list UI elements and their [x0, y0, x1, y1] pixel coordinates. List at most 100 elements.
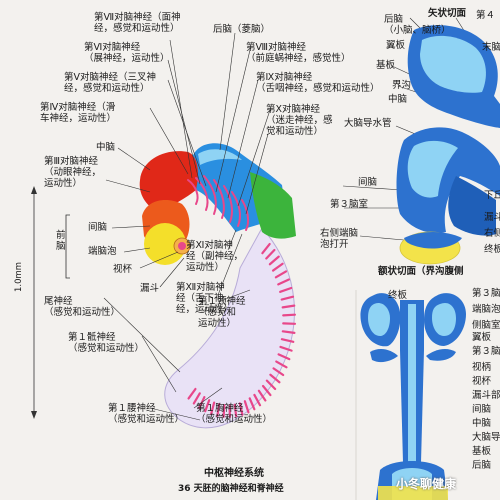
label-front-r3: 侧脑室	[472, 320, 500, 331]
spinal-nerve-segment	[243, 400, 250, 414]
label-cn4: 第Ⅳ对脑神经（滑 车神经，运动性）	[40, 102, 117, 124]
label-front-lamina: 终板	[388, 290, 408, 301]
label-front-r2: 端脑泡	[472, 304, 500, 315]
label-optic-cup: 视杯	[113, 264, 133, 275]
label-sag-r6: 终板	[484, 244, 500, 255]
label-cn12: 第Ⅻ对脑神 经（舌下神 经，运动性）	[176, 282, 234, 315]
spinal-nerve-segment	[216, 403, 221, 417]
spinal-nerve-segment	[253, 393, 262, 407]
label-sag-diencephalon: 间脑	[358, 177, 378, 188]
sagittal-section	[396, 25, 500, 265]
label-sag-sulcus: 界沟	[392, 80, 412, 91]
forebrain-bracket	[65, 214, 70, 279]
spinal-nerve-segment	[204, 399, 211, 413]
spinal-nerve-segment	[187, 387, 197, 400]
label-l1: 第１腰神经 （感觉和运动性）	[108, 403, 185, 425]
label-sag-r3: 下丘	[484, 190, 500, 201]
label-cn9: 第Ⅸ对脑神经 （舌咽神经，感觉和运动性）	[256, 72, 380, 94]
label-t1: 第１胸神经 （感觉和运动性）	[196, 403, 273, 425]
spinal-nerve-segment	[280, 338, 295, 343]
spinal-nerve-segment	[274, 270, 288, 279]
spinal-nerve-segment	[279, 286, 293, 293]
label-tail-nerve: 尾神经 （感觉和运动性）	[44, 296, 121, 318]
label-midbrain: 中脑	[96, 142, 116, 153]
label-cn10: 第Ⅹ对脑神经 （迷走神经，感 觉和运动性）	[266, 104, 333, 137]
label-front-r10: 中脑	[472, 418, 492, 429]
telencephalon-vesicle	[144, 223, 186, 265]
spinal-nerve-segment	[265, 248, 276, 260]
label-front-r8: 漏斗部	[472, 390, 500, 401]
label-sag-alar: 翼板	[386, 40, 406, 51]
caption-title: 中枢神经系统	[204, 468, 264, 479]
spinal-nerve-segment	[279, 345, 293, 352]
label-front-r13: 后脑	[472, 460, 492, 471]
spinal-nerve-segment	[210, 401, 216, 416]
label-front-r1: 第３脑	[472, 288, 500, 299]
label-telencephalon: 端脑泡	[88, 246, 117, 257]
cranial-nerves	[187, 175, 250, 231]
watermark: 小冬聊健康	[396, 477, 457, 491]
spinal-nerve-segment	[269, 373, 281, 384]
frontal-section	[360, 293, 466, 500]
spinal-nerve-segment	[248, 397, 256, 411]
spinal-cord	[164, 227, 295, 429]
caption-subtitle: 36 天胚的脑神经和脊神经	[178, 484, 284, 494]
optic-cup-inner	[178, 242, 186, 250]
label-sag-r2: 末脑	[482, 42, 500, 53]
spinal-nerve-segment	[277, 278, 290, 286]
hindbrain-highlight	[198, 149, 242, 165]
spinal-nerve-segment	[280, 295, 295, 301]
label-cn7: 第Ⅶ对脑神经（面神 经，感觉和运动性）	[94, 12, 181, 34]
spinal-nerve-segment	[265, 379, 277, 391]
label-front-r9: 间脑	[472, 404, 492, 415]
spinal-nerve-segment	[268, 255, 280, 266]
spinal-nerve-segment	[261, 242, 271, 255]
spinal-nerve-segment	[271, 262, 284, 272]
spinal-nerve-segment	[233, 403, 238, 418]
label-sag-r4: 漏斗	[484, 212, 500, 223]
scale-label: 1.0mm	[14, 261, 24, 292]
cervical-region	[250, 172, 296, 239]
label-sag-aqueduct: 大脑导水管	[344, 118, 392, 129]
sagittal-title: 矢状切面	[428, 8, 467, 19]
label-sag-hindbrain: 后脑 （小脑、脑桥）	[384, 14, 451, 36]
label-cn6: 第Ⅵ对脑神经 （展神经，运动性）	[84, 42, 170, 64]
spinal-nerve-segment	[277, 353, 291, 361]
spinal-nerve-segment	[257, 389, 267, 402]
label-cn5: 第Ⅴ对脑神经（三叉神 经，感觉和运动性）	[64, 72, 156, 94]
label-infundibulum: 漏斗	[140, 283, 160, 294]
spinal-nerve-segment	[281, 330, 296, 334]
label-cn8: 第Ⅷ对脑神经 （前庭蜗神经，感觉性）	[246, 42, 351, 64]
label-cn11: 第Ⅺ对脑神 经（副神经， 运动性）	[186, 240, 244, 273]
label-forebrain: 前 脑	[56, 230, 66, 252]
frontal-title: 额状切面（界沟腹侧	[378, 266, 464, 277]
label-sag-midbrain: 中脑	[388, 94, 408, 105]
label-sag-basal: 基板	[376, 60, 396, 71]
label-front-r12: 基板	[472, 446, 492, 457]
spinal-nerve-segment	[238, 402, 244, 416]
spinal-nerve-segment	[192, 392, 201, 405]
spinal-nerve-segment	[281, 304, 296, 309]
spinal-nerve-segment	[222, 404, 226, 418]
label-front-r6: 视柄	[472, 362, 492, 373]
spinal-nerve-segment	[275, 360, 288, 369]
label-s1: 第１骶神经 （感觉和运动性）	[68, 332, 145, 354]
label-front-r4: 翼板	[472, 332, 492, 343]
label-hindbrain: 后脑（菱脑）	[213, 24, 271, 35]
label-front-r11: 大脑导	[472, 432, 500, 443]
label-diencephalon: 间脑	[88, 222, 108, 233]
spinal-nerve-segment	[282, 313, 297, 317]
spinal-nerve-segment	[272, 367, 285, 377]
label-front-r7: 视杯	[472, 376, 492, 387]
label-cn3: 第Ⅲ对脑神经 （动眼神经， 运动性）	[44, 156, 102, 189]
label-sag-r1: 第４	[476, 10, 496, 21]
scale-bar	[31, 186, 37, 419]
label-sag-r5: 右侧	[484, 228, 500, 239]
label-c1: 第１颈神经 （感觉和 运动性）	[198, 296, 246, 329]
label-sag-ventricle3: 第３脑室	[330, 199, 369, 210]
label-front-r5: 第３脑	[472, 346, 500, 357]
spinal-nerve-segment	[261, 384, 272, 397]
label-sag-telencephalon: 右侧端脑 泡打开	[320, 228, 359, 250]
